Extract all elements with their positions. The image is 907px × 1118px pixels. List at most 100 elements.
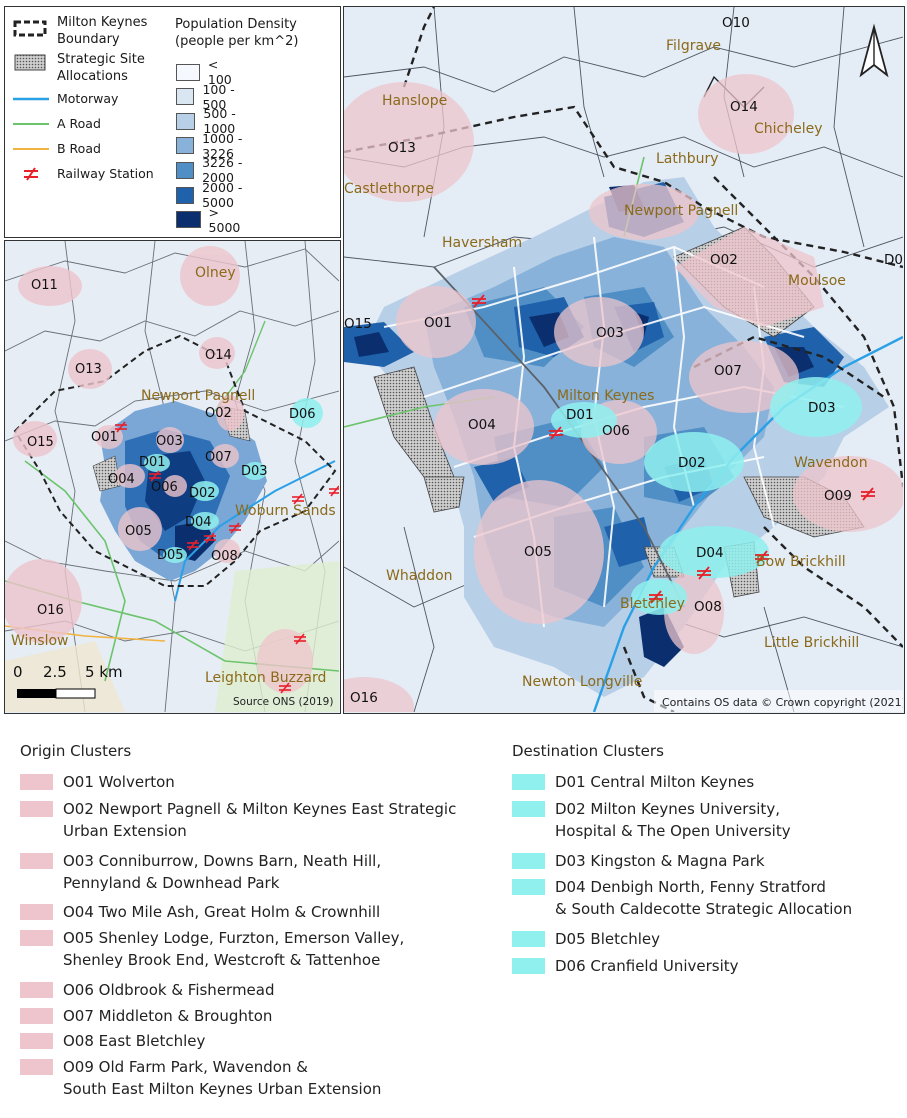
destination-swatch xyxy=(512,801,545,817)
inset-map-canvas: Olney Newport Pagnell Woburn Sands Winsl… xyxy=(5,241,340,713)
inset-label-o07: O07 xyxy=(205,450,232,465)
density-swatch xyxy=(176,186,195,204)
town-filgrave: Filgrave xyxy=(666,38,721,54)
strategic-site-symbol xyxy=(14,54,46,71)
origin-cluster-label: O04 Two Mile Ash, Great Holm & Crownhill xyxy=(63,903,381,921)
main-label-d04: D04 xyxy=(696,545,724,561)
town-lathbury: Lathbury xyxy=(656,151,719,167)
boundary-symbol xyxy=(13,20,47,37)
density-class-row: < 100 xyxy=(176,57,238,87)
density-class-label: 3226 - 2000 xyxy=(202,155,243,186)
motorway-line-icon xyxy=(13,97,49,100)
main-map: Filgrave Hanslope Chicheley Lathbury Cas… xyxy=(343,6,905,714)
inset-label-d02: D02 xyxy=(189,486,216,501)
railway-line xyxy=(433,266,685,608)
origin-cluster-item: O03 Conniburrow, Downs Barn, Neath Hill,… xyxy=(20,850,381,894)
destination-swatch xyxy=(512,931,545,947)
town-bletchley: Bletchley xyxy=(620,596,685,612)
density-class-row: > 5000 xyxy=(176,205,246,235)
origin-cluster-item: O04 Two Mile Ash, Great Holm & Crownhill xyxy=(20,901,380,923)
destination-cluster-label: D04 Denbigh North, Fenny Stratford & Sou… xyxy=(555,878,853,918)
density-class-row: 1000 - 3226 xyxy=(176,131,246,161)
density-swatch xyxy=(176,161,195,179)
legend-a-road-label: A Road xyxy=(57,116,101,131)
destination-swatch xyxy=(512,774,545,790)
density-swatch xyxy=(176,88,195,106)
main-label-d02: D02 xyxy=(678,455,706,471)
inset-label-o01: O01 xyxy=(91,430,118,445)
origin-swatch xyxy=(20,774,53,790)
town-little-brickhill: Little Brickhill xyxy=(764,635,859,651)
density-class-label: 100 - 500 xyxy=(202,81,235,112)
destination-cluster-item: D01 Central Milton Keynes xyxy=(512,771,754,793)
legend-b-road: B Road xyxy=(13,141,101,156)
inset-town-winslow: Winslow xyxy=(11,633,69,649)
railway-station-icon xyxy=(24,166,38,181)
origin-cluster-item: O09 Old Farm Park, Wavendon & South East… xyxy=(20,1056,381,1100)
inset-label-o06: O06 xyxy=(151,480,178,495)
origin-cluster-label: O05 Shenley Lodge, Furzton, Emerson Vall… xyxy=(63,929,405,969)
destination-cluster-shapes xyxy=(144,398,323,563)
origin-cluster-item: O08 East Bletchley xyxy=(20,1030,205,1052)
main-label-o10: O10 xyxy=(722,15,750,31)
density-class-row: 100 - 500 xyxy=(176,82,238,112)
main-label-o13: O13 xyxy=(388,140,416,156)
density-class-row: 2000 - 5000 xyxy=(176,180,246,210)
inset-label-o03: O03 xyxy=(156,434,183,449)
density-swatch xyxy=(176,63,200,81)
density-swatch xyxy=(176,211,201,229)
origin-swatch xyxy=(20,1008,53,1024)
origin-swatch xyxy=(20,853,53,869)
origin-swatch xyxy=(20,982,53,998)
inset-label-o13: O13 xyxy=(75,362,102,377)
destination-cluster-item: D04 Denbigh North, Fenny Stratford & Sou… xyxy=(512,876,852,920)
railway-station-markers xyxy=(115,421,340,694)
town-moulsoe: Moulsoe xyxy=(788,273,846,289)
main-label-o05: O05 xyxy=(524,544,552,560)
origin-cluster-label: O06 Oldbrook & Fishermead xyxy=(63,981,275,999)
main-label-o09: O09 xyxy=(824,488,852,504)
b-road-line-icon xyxy=(13,147,49,150)
town-hanslope: Hanslope xyxy=(382,93,447,109)
legend-motorway-label: Motorway xyxy=(57,91,119,106)
main-label-o07: O07 xyxy=(714,363,742,379)
origin-clusters-heading: Origin Clusters xyxy=(20,742,132,760)
mk-boundary xyxy=(13,334,337,587)
legend-a-road: A Road xyxy=(13,116,101,131)
inset-label-o15: O15 xyxy=(27,435,54,450)
town-castlethorpe: Castlethorpe xyxy=(344,181,434,197)
legend-railway-label: Railway Station xyxy=(57,166,154,181)
main-label-o03: O03 xyxy=(596,325,624,341)
origin-cluster-item: O06 Oldbrook & Fishermead xyxy=(20,979,275,1001)
origin-swatch xyxy=(20,1033,53,1049)
density-class-label: > 5000 xyxy=(208,204,241,235)
destination-swatch xyxy=(512,879,545,895)
inset-label-d03: D03 xyxy=(241,464,268,479)
density-class-label: < 100 xyxy=(207,57,232,87)
town-wavendon: Wavendon xyxy=(794,455,868,471)
scale-label-mid: 2.5 xyxy=(43,663,67,681)
destination-cluster-item: D02 Milton Keynes University, Hospital &… xyxy=(512,798,791,842)
origin-cluster-shapes xyxy=(5,246,313,693)
origin-cluster-label: O02 Newport Pagnell & Milton Keynes East… xyxy=(63,800,457,840)
a-road-line-icon xyxy=(13,122,49,125)
origin-swatch xyxy=(20,801,53,817)
town-newport-pagnell: Newport Pagnell xyxy=(624,203,738,219)
inset-town-leighton-buzzard: Leighton Buzzard xyxy=(205,670,326,686)
inset-label-d05: D05 xyxy=(157,548,184,563)
north-arrow-icon xyxy=(859,23,889,78)
scale-label-0: 0 xyxy=(13,663,23,681)
main-destination-cluster-shapes xyxy=(551,377,862,615)
destination-cluster-label: D02 Milton Keynes University, Hospital &… xyxy=(555,800,791,840)
destination-cluster-item: D05 Bletchley xyxy=(512,928,660,950)
origin-cluster-label: O08 East Bletchley xyxy=(63,1032,206,1050)
inset-label-o08: O08 xyxy=(211,549,238,564)
inset-label-o16: O16 xyxy=(37,603,64,618)
origin-cluster-label: O01 Wolverton xyxy=(63,773,175,791)
main-label-o14: O14 xyxy=(730,99,758,115)
inset-label-d01: D01 xyxy=(139,455,166,470)
density-swatch xyxy=(176,112,196,130)
main-label-o04: O04 xyxy=(468,417,496,433)
town-chicheley: Chicheley xyxy=(754,121,823,137)
main-railway-station-markers xyxy=(472,294,875,604)
